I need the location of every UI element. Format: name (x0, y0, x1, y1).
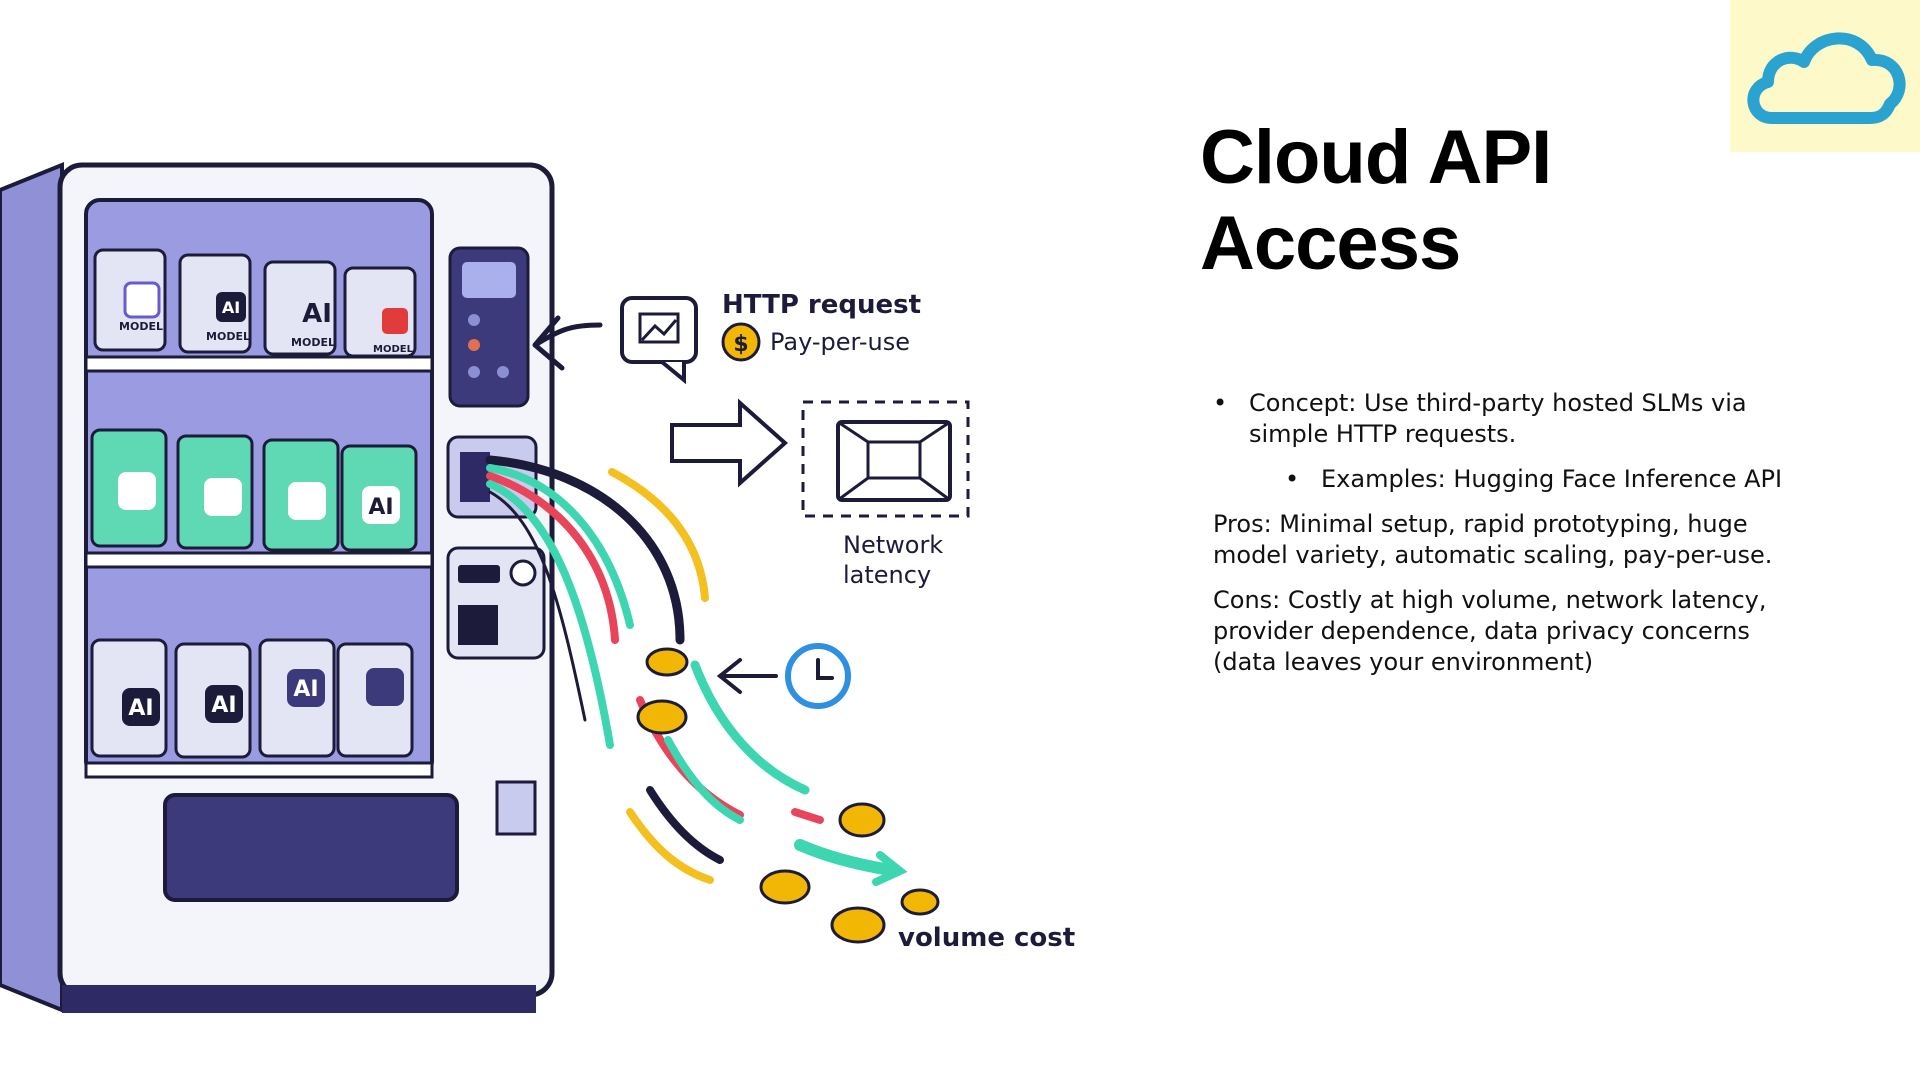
shelf-3 (84, 761, 434, 779)
model-card (263, 260, 337, 356)
network-box-dashed (801, 400, 970, 518)
clock-hands (816, 658, 834, 680)
http-request-icon-tail (660, 360, 686, 385)
ai-logo-text: AI (128, 696, 153, 721)
coin (759, 869, 811, 905)
direction-arrow (670, 398, 789, 488)
slide-title-line-1: Cloud API (1200, 115, 1552, 200)
ai-logo-text: AI (293, 677, 318, 702)
ai-logo-text: AI (368, 495, 393, 520)
collection-tray (163, 793, 459, 902)
coins (636, 647, 940, 944)
request-arrow (532, 315, 603, 371)
bullet-marker: • (1285, 465, 1300, 493)
clock-arrow (716, 658, 778, 694)
ai-logo (122, 688, 160, 726)
slide-title-line-2: Access (1200, 201, 1461, 286)
row-1-cards: AI AI MODEL MODEL MODEL MODEL (93, 248, 417, 358)
stream-white (488, 490, 587, 722)
model-tag: MODEL (119, 320, 163, 333)
pay-per-use-label: Pay-per-use (770, 328, 910, 356)
return-slot (495, 780, 537, 836)
coin-symbol: $ (733, 332, 748, 357)
model-logo (288, 482, 326, 520)
panel-button (468, 314, 480, 326)
model-tag: MODEL (206, 330, 250, 343)
coin-button (509, 559, 537, 587)
coin (830, 906, 886, 944)
coin (645, 647, 689, 677)
model-card (178, 253, 252, 354)
stream-green (486, 464, 634, 629)
coin (900, 888, 940, 916)
model-logo (118, 472, 156, 510)
stream-green (664, 736, 744, 824)
machine-side-panel (0, 162, 64, 1013)
model-logo (362, 486, 400, 524)
ai-logo-text: AI (211, 693, 236, 718)
stream-navy (646, 786, 724, 864)
data-streams (485, 455, 908, 886)
row-3-cards: AI AI AI (90, 638, 414, 759)
stream-yellow (608, 468, 709, 602)
stream-arrowhead (872, 851, 908, 886)
ai-logo (287, 669, 325, 707)
stream-green (794, 839, 896, 876)
image-icon-mountain (640, 319, 678, 342)
stream-red (791, 808, 824, 824)
vending-machine-illustration: AI AI MODEL MODEL MODEL MODEL AI (0, 162, 1075, 1013)
display-screen (462, 262, 516, 298)
pros-paragraph: Pros: Minimal setup, rapid prototyping, … (1213, 510, 1773, 569)
slide-body: • Concept: Use third-party hosted SLMs v… (1213, 388, 1793, 692)
ai-logo-text: AI (302, 299, 332, 329)
http-request-label: HTTP request (722, 290, 921, 320)
row-2-cards: AI (90, 428, 418, 552)
bullet-item-concept: • Concept: Use third-party hosted SLMs v… (1213, 388, 1793, 450)
stream-red (486, 472, 619, 644)
stream-yellow (626, 808, 714, 884)
ai-logo-text: AI (222, 298, 240, 317)
volume-cost-label: volume cost (898, 923, 1075, 953)
model-logo (204, 478, 242, 516)
panel-button (497, 366, 509, 378)
cloud-icon (1747, 32, 1906, 124)
coin-icon (721, 322, 761, 362)
ai-logo (216, 292, 246, 322)
network-box-inner (866, 440, 922, 480)
cloud-icon-box (1730, 0, 1920, 152)
slide-title: Cloud API Access (1200, 115, 1720, 287)
bullet-text: Examples: Hugging Face Inference API (1321, 465, 1783, 493)
network-latency-label-1: Network (843, 531, 943, 559)
network-box-lines (837, 420, 951, 502)
red-logo (382, 308, 408, 334)
bullet-item-examples: • Examples: Hugging Face Inference API (1213, 464, 1793, 495)
network-latency-label-2: latency (843, 561, 931, 589)
card-reader (458, 565, 500, 583)
stream-green (690, 660, 810, 795)
stream-green (486, 480, 614, 749)
bullet-marker: • (1213, 389, 1228, 417)
stream-navy (485, 455, 685, 645)
coin (838, 802, 886, 838)
cash-slot (458, 605, 498, 645)
model-tag: MODEL (373, 344, 414, 355)
cons-paragraph: Cons: Costly at high volume, network lat… (1213, 586, 1767, 676)
ai-logo (205, 685, 243, 723)
coin (636, 699, 688, 735)
model-logo (123, 281, 161, 319)
shelf-1 (84, 355, 434, 373)
panel-button (468, 366, 480, 378)
model-logo (366, 668, 404, 706)
machine-base (62, 985, 536, 1013)
bullet-text: Concept: Use third-party hosted SLMs via… (1249, 389, 1747, 448)
image-icon (638, 312, 680, 344)
panel-button (468, 339, 480, 351)
model-tag: MODEL (291, 336, 335, 349)
output-slot-opening (460, 452, 490, 502)
shelf-2 (84, 551, 434, 569)
